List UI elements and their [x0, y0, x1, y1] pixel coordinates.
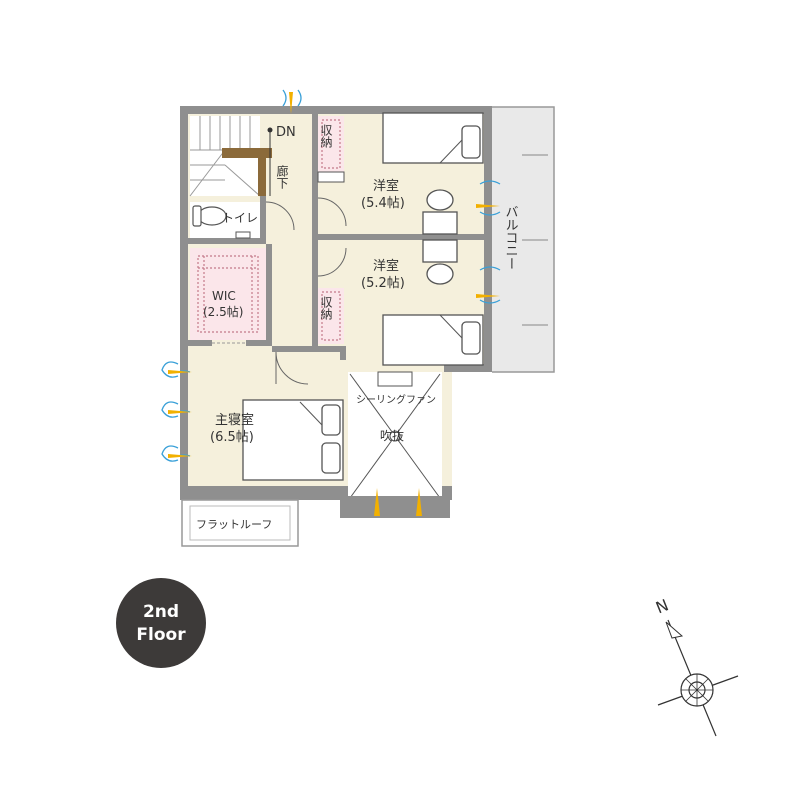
window-top: [282, 89, 302, 114]
bedroom2-size: (5.2帖): [361, 276, 405, 291]
compass: N: [653, 595, 739, 737]
window-bottom-1: [374, 488, 380, 516]
floor-badge-line1: 2nd: [143, 602, 179, 622]
master-size: (6.5帖): [210, 430, 254, 445]
master-name: 主寝室: [215, 412, 254, 428]
stairs[interactable]: DN: [189, 116, 296, 197]
floor-badge-line2: Floor: [136, 625, 186, 645]
window-left-2: [161, 401, 192, 418]
balcony-label: バルコニー: [503, 205, 519, 270]
window-left-3: [161, 445, 192, 462]
storage-bottom[interactable]: 収納: [318, 288, 344, 344]
stairs-dn-label: DN: [276, 125, 296, 140]
window-right-2: [476, 266, 501, 304]
storage-bottom-label: 収納: [319, 296, 333, 320]
toilet[interactable]: トイレ: [188, 196, 295, 244]
balcony[interactable]: バルコニー: [489, 106, 555, 373]
atrium-label: 吹抜: [380, 429, 404, 443]
window-right-1: [476, 180, 501, 216]
bedroom2-name: 洋室: [373, 258, 399, 274]
master-bedroom[interactable]: 主寝室 (6.5帖): [210, 346, 344, 481]
corridor-label: 廊下: [275, 164, 289, 189]
corridor[interactable]: 廊下: [275, 164, 289, 189]
interior-walls: [312, 114, 484, 360]
wic-size: (2.5帖): [203, 304, 243, 319]
wic-name: WIC: [212, 289, 236, 303]
window-markers: [161, 89, 501, 516]
storage-top[interactable]: 収納: [317, 116, 345, 183]
flat-roof[interactable]: フラットルーフ: [181, 499, 299, 547]
ceiling-fan-label: シーリングファン: [356, 393, 436, 406]
bedroom-2[interactable]: 洋室 (5.2帖): [317, 239, 484, 366]
floor-badge: 2nd Floor: [116, 578, 206, 668]
bedroom-1[interactable]: 洋室 (5.4帖): [317, 112, 484, 235]
storage-top-label: 収納: [319, 124, 333, 148]
bedroom1-size: (5.4帖): [361, 196, 405, 211]
window-left-1: [161, 361, 192, 378]
compass-north-label: N: [653, 595, 671, 617]
window-bottom-2: [416, 488, 422, 516]
flat-roof-label: フラットルーフ: [196, 518, 272, 531]
bedroom1-name: 洋室: [373, 178, 399, 194]
toilet-label: トイレ: [222, 211, 258, 225]
walk-in-closet[interactable]: WIC (2.5帖): [188, 244, 272, 346]
atrium[interactable]: シーリングファン 吹抜: [340, 371, 450, 506]
